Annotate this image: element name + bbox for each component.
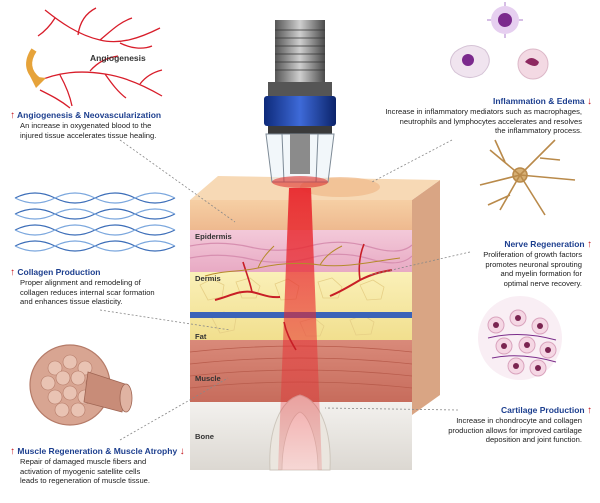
chondrocytes-illustration [478, 296, 562, 380]
cartilage-title: Cartilage Production [501, 405, 585, 415]
muscle-title: Muscle Regeneration & Muscle Atrophy [17, 446, 178, 456]
up-arrow-icon: ↑ [10, 267, 15, 278]
up-arrow-icon: ↑ [587, 239, 592, 250]
epidermis-label: Epidermis [195, 232, 232, 241]
angiogenesis-title: Angiogenesis & Neovascularization [17, 110, 162, 120]
tissue-side-face [412, 180, 440, 415]
leader-lines [99, 139, 471, 441]
nerve-block: Nerve Regeneration ↑ Proliferation of gr… [450, 239, 592, 288]
angiogenesis-text-line: injured tissue accelerates tissue healin… [20, 130, 157, 140]
angiogenesis-block: ↑ Angiogenesis & Neovascularization An i… [10, 110, 195, 140]
inflammation-text-line: the inflammatory process. [495, 126, 582, 136]
cartilage-block: Cartilage Production ↑ Increase in chond… [420, 405, 592, 445]
collagen-fibers-illustration [14, 192, 176, 252]
nerve-title: Nerve Regeneration [504, 239, 585, 249]
inflammation-block: Inflammation & Edema ↓ Increase in infla… [360, 96, 592, 136]
muscle-text-line: leads to regeneration of muscle tissue. [20, 476, 151, 486]
muscle-fiber-illustration [29, 344, 133, 426]
muscle-text-line: Repair of damaged muscle fibers and [20, 457, 147, 466]
nerve-text-line: Proliferation of growth factors [483, 250, 582, 259]
collagen-text-line: Proper alignment and remodeling of [20, 278, 141, 287]
collagen-title: Collagen Production [17, 267, 101, 277]
laser-handpiece [264, 20, 336, 188]
angiogenesis-arrow [26, 48, 40, 83]
fat-label: Fat [195, 332, 207, 341]
muscle-block: ↑ Muscle Regeneration & Muscle Atrophy ↓… [10, 446, 200, 486]
cartilage-text-line: production allows for improved cartilage [448, 425, 582, 435]
up-arrow-icon: ↑ [10, 110, 15, 121]
down-arrow-icon: ↓ [587, 96, 592, 107]
inflammation-text-line: Increase in inflammatory mediators such … [385, 107, 582, 116]
nerve-cell-illustration [479, 139, 576, 216]
nerve-text-line: and myelin formation for [500, 269, 582, 279]
cartilage-text-line: deposition and joint function. [485, 435, 582, 445]
down-arrow-icon: ↓ [179, 446, 185, 457]
collagen-block: ↑ Collagen Production Proper alignment a… [10, 267, 195, 307]
angiogenesis-text-line: An increase in oxygenated blood to the [20, 121, 152, 130]
up-arrow-icon: ↑ [587, 405, 592, 416]
bone-label: Bone [195, 432, 214, 441]
inflammation-text-line: neutrophils and lymphocytes accelerates … [399, 116, 582, 126]
up-arrow-icon: ↑ [10, 446, 15, 457]
inflammatory-cells-illustration [450, 2, 549, 80]
nerve-text-line: promotes neuronal sprouting [485, 259, 582, 269]
dermis-label: Dermis [195, 274, 221, 283]
laser-beam [278, 188, 322, 470]
inflammation-title: Inflammation & Edema [492, 96, 585, 106]
muscle-label: Muscle [195, 374, 221, 383]
nerve-text-line: optimal nerve recovery. [503, 278, 582, 288]
angiogenesis-vessels-illustration [35, 7, 163, 109]
collagen-text-line: collagen reduces internal scar formation [20, 287, 155, 297]
collagen-text-line: and enhances tissue elasticity. [20, 297, 123, 307]
muscle-text-line: activation of myogenic satellite cells [20, 466, 141, 476]
nerve-fibers [204, 245, 401, 277]
angiogenesis-label: Angiogenesis [90, 53, 146, 63]
cartilage-text-line: Increase in chondrocyte and collagen [456, 416, 582, 425]
